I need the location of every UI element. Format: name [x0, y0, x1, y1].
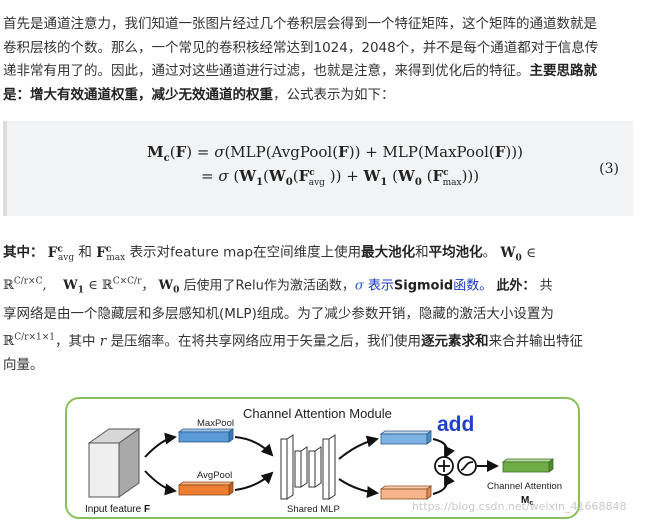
where-label: 其中： [3, 244, 44, 261]
intro-bold-a: 主要思路就 [529, 63, 598, 79]
sigmoid-icon [457, 456, 477, 476]
channel-attention-bar [502, 461, 550, 473]
diagram-svg: Channel Attention Module add Input featu… [85, 406, 562, 515]
svg-text:Input feature F: Input feature F [85, 504, 150, 515]
sigma-symbol: σ [354, 278, 364, 294]
diagram-title: Channel Attention Module [243, 406, 392, 421]
sigmoid-link-text[interactable]: 表示Sigmoid函数。 [363, 278, 493, 294]
formula-block: Mc(F) = σ(MLP(AvgPool(F)) + MLP(MaxPool(… [3, 121, 633, 216]
expl-text-3: 后使用了Relu作为激活函数， [183, 278, 355, 294]
formula-line-2: = σ (W1(W0(Fcavg )) + W1 (W0 (Fcmax))) [201, 167, 480, 188]
mlp-out-orange [380, 488, 428, 500]
intro-tail: ，公式表示为如下： [273, 86, 395, 103]
bold-avgpool: 平均池化 [428, 244, 483, 261]
bold-elementwise: 逐元素求和 [421, 333, 489, 350]
bold-maxpool: 最大池化 [361, 244, 416, 261]
and-word: 和 [78, 244, 92, 261]
expl-line-4: ℝC/r×1×1，其中 r 是压缩率。在将共享网络应用于矢量之后，我们使用逐元素… [3, 332, 584, 350]
formula-line-1: Mc(F) = σ(MLP(AvgPool(F)) + MLP(MaxPool(… [147, 143, 523, 164]
intro-paragraph: 首先是通道注意力，我们知道一张图片经过几个卷积层会得到一个特征矩阵，这个矩阵的通… [3, 13, 643, 107]
r-space-1: ℝC/r×C, [3, 276, 47, 294]
intro-bold-b: 是：增大有效通道权重，减少无效通道的权重 [3, 86, 273, 103]
intro-line-1: 首先是通道注意力，我们知道一张图片经过几个卷积层会得到一个特征矩阵，这个矩阵的通… [3, 16, 597, 32]
output-label: Channel Attention [487, 481, 562, 492]
r-space-3: ℝC/r×1×1 [3, 332, 55, 350]
add-label: add [437, 413, 474, 436]
expl-line-1: 其中： Fcavg 和 Fcmax 表示对feature map在空间维度上使用… [3, 244, 537, 264]
intro-line-3-text: 递非常有用了的。因此，通过对这些通道进行过滤，也就是注意，来得到优化后的特征。 [3, 63, 530, 79]
intro-line-3: 递非常有用了的。因此，通过对这些通道进行过滤，也就是注意，来得到优化后的特征。主… [3, 60, 643, 84]
mlp-out-blue [380, 433, 428, 445]
sum-icon [434, 456, 454, 476]
mc-label: M [521, 495, 529, 506]
watermark: https://blog.csdn.net/weixin_41668848 [412, 500, 627, 513]
expl-line-2: ℝC/r×C, W1 ∈ ℝC×C/r， W0 后使用了Relu作为激活函数，σ… [3, 276, 553, 296]
w0-symbol: W0 ∈ [500, 244, 537, 264]
equation-number: (3) [599, 161, 619, 177]
maxpool-label: MaxPool [197, 418, 234, 429]
w1-symbol: W1 ∈ ℝC×C/r [63, 276, 142, 296]
avgpool-bar [178, 484, 230, 496]
expl-text-1: 表示对feature map在空间维度上使用 [129, 244, 362, 261]
maxpool-bar [178, 431, 230, 443]
svg-text:Mc: Mc [521, 495, 533, 507]
shared-mlp-label: Shared MLP [287, 504, 340, 515]
f-max: Fcmax [96, 244, 126, 264]
expl-line-5: 向量。 [3, 356, 44, 373]
besides-label: 此外： [496, 278, 536, 294]
channel-attention-diagram: Channel Attention Module add Input featu… [65, 397, 580, 519]
explanation-paragraph: 其中： Fcavg 和 Fcmax 表示对feature map在空间维度上使用… [3, 238, 643, 377]
shared-mlp [280, 434, 336, 500]
intro-line-2: 卷积层核的个数。那么，一个常见的卷积核经常达到1024，2048个，并不是每个通… [3, 39, 599, 56]
f-avg: Fcavg [47, 244, 75, 264]
input-feature-cube [87, 428, 141, 498]
avgpool-label: AvgPool [197, 470, 232, 481]
w0-symbol-2: W0 [158, 278, 180, 296]
expl-line-3: 享网络是由一个隐藏层和多层感知机(MLP)组成。为了减少参数开销，隐藏的激活大小… [3, 306, 554, 323]
intro-line-4: 是：增大有效通道权重，减少无效通道的权重，公式表示为如下： [3, 84, 643, 108]
input-label: Input feature [85, 504, 142, 515]
